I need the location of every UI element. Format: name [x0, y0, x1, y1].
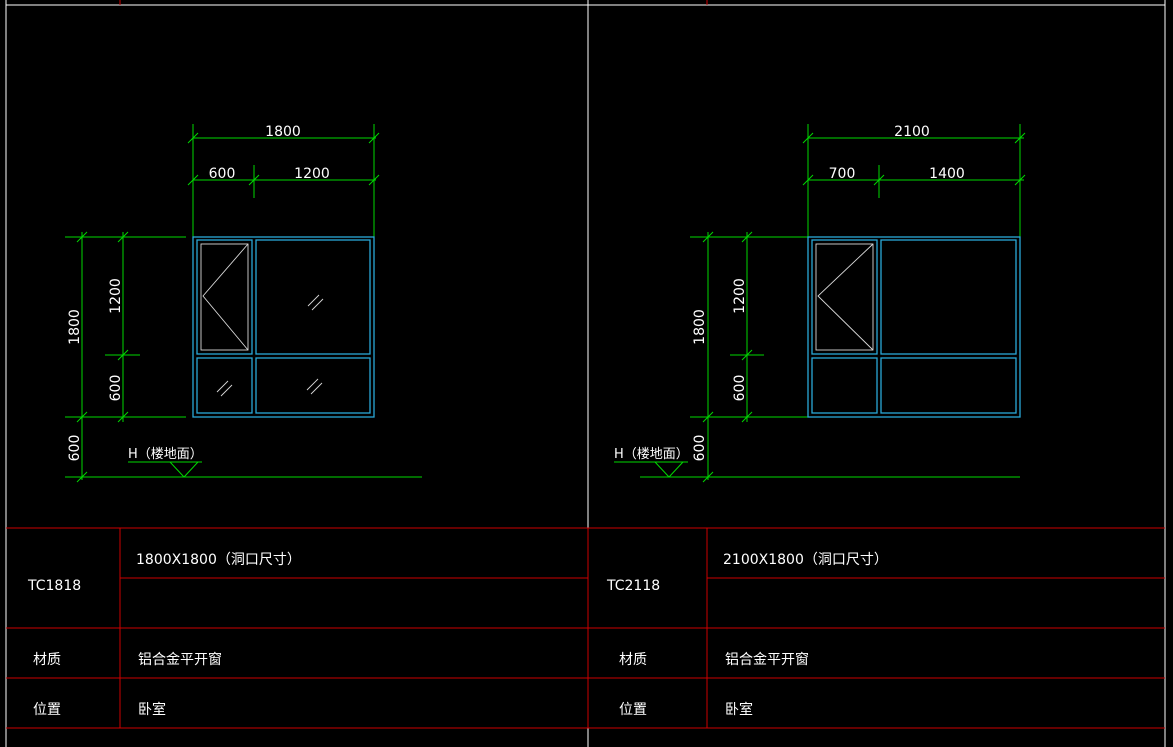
dim-upper-height: 1200 [108, 278, 124, 314]
dim-lower-height: 600 [108, 375, 124, 402]
opening-size-right: 2100X1800（洞口尺寸） [723, 552, 888, 568]
width-dimensions-left: 1800 600 1200 [187, 124, 380, 237]
width-dimensions-right: 2100 700 1400 [802, 124, 1026, 237]
material-label-left: 材质 [33, 652, 61, 668]
location-label-right: 位置 [619, 702, 647, 718]
window-elevation-tc1818: 1800 600 1200 1800 1200 600 600 [65, 124, 422, 483]
dim-overall-width: 1800 [265, 124, 301, 140]
height-dimensions-left: 1800 1200 600 600 [65, 231, 422, 483]
dim-upper-height: 1200 [732, 278, 748, 314]
location-value-right: 卧室 [725, 701, 753, 718]
location-label-left: 位置 [33, 702, 61, 718]
dim-overall-height: 1800 [67, 309, 83, 345]
sheet-frame [5, 0, 1166, 747]
material-value-left: 铝合金平开窗 [138, 651, 222, 668]
material-label-right: 材质 [619, 652, 647, 668]
window-frame-right [807, 236, 1021, 418]
dim-right-width: 1200 [294, 166, 330, 182]
dim-overall-width: 2100 [894, 124, 930, 140]
dim-overall-height: 1800 [692, 309, 708, 345]
window-elevation-tc2118: 2100 700 1400 1800 1200 600 600 [614, 124, 1026, 483]
window-code-right: TC2118 [606, 578, 660, 594]
height-dimensions-right: 1800 1200 600 600 [640, 231, 1020, 483]
floor-level-marker-left: H（楼地面） [128, 447, 203, 478]
window-frame-left [192, 236, 375, 418]
dim-sill-height: 600 [692, 435, 708, 462]
window-code-left: TC1818 [27, 578, 81, 594]
material-value-right: 铝合金平开窗 [725, 651, 809, 668]
dim-right-width: 1400 [929, 166, 965, 182]
dim-sill-height: 600 [67, 435, 83, 462]
dim-lower-height: 600 [732, 375, 748, 402]
dim-left-width: 700 [829, 166, 856, 182]
floor-label: H（楼地面） [128, 447, 203, 462]
floor-label: H（楼地面） [614, 447, 689, 462]
opening-size-left: 1800X1800（洞口尺寸） [136, 552, 301, 568]
dim-left-width: 600 [209, 166, 236, 182]
location-value-left: 卧室 [138, 701, 166, 718]
floor-level-marker-right: H（楼地面） [614, 447, 689, 478]
schedule-table: TC1818 1800X1800（洞口尺寸） 材质 铝合金平开窗 位置 卧室 T… [6, 527, 1165, 729]
